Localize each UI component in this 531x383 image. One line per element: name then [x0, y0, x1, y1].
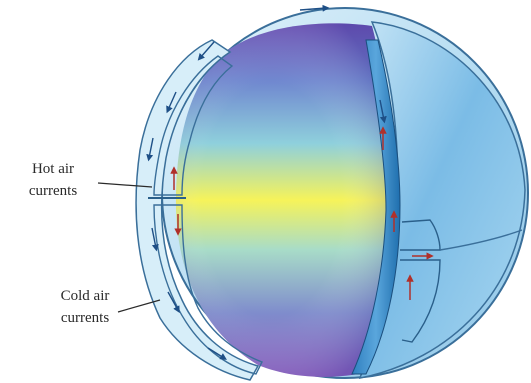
cold-air-currents-label: Cold air currents	[30, 285, 140, 329]
cold-air-label-line1: Cold air	[30, 285, 140, 307]
hot-air-currents-label: Hot air currents	[8, 158, 98, 202]
hot-air-label-line2: currents	[8, 180, 98, 202]
cold-air-label-line2: currents	[30, 307, 140, 329]
hot-air-label-line1: Hot air	[8, 158, 98, 180]
